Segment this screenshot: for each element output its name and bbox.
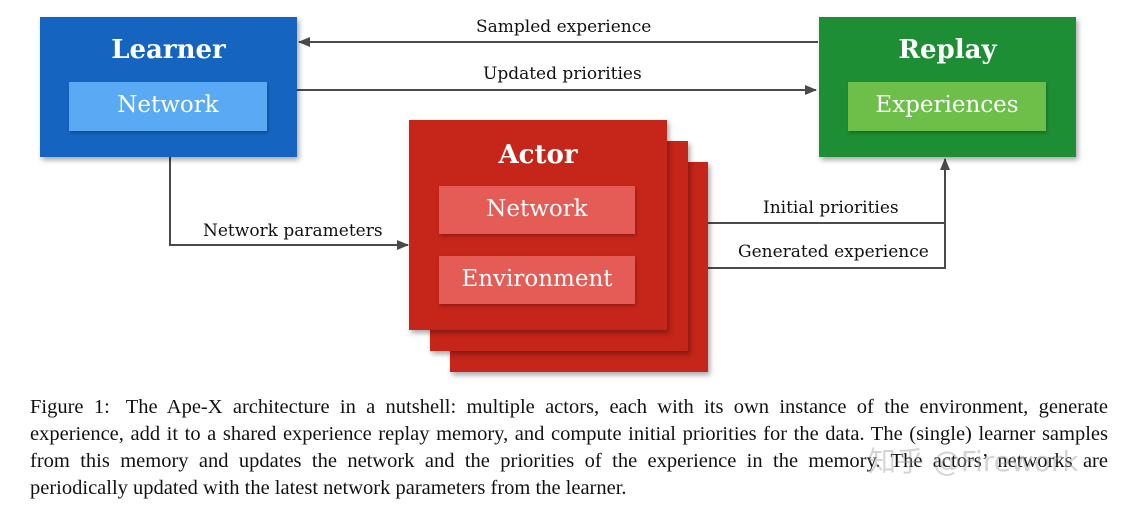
learner-title: Learner bbox=[111, 35, 226, 65]
initial-priorities-label: Initial priorities bbox=[763, 198, 899, 218]
actor-environment-box: Environment bbox=[439, 256, 635, 304]
figure-caption: Figure 1: The Ape-X architecture in a nu… bbox=[30, 394, 1108, 502]
network-parameters-arrow bbox=[169, 157, 409, 250]
replay-experiences-box: Experiences bbox=[848, 82, 1046, 131]
replay-title: Replay bbox=[898, 35, 997, 65]
actor-network-box: Network bbox=[439, 186, 635, 234]
architecture-diagram: Learner Network Replay Experiences Actor… bbox=[40, 17, 1076, 372]
replay-box: Replay Experiences bbox=[819, 17, 1076, 157]
learner-network-box: Network bbox=[69, 82, 267, 131]
actor-box: Actor Network Environment bbox=[409, 120, 667, 330]
learner-box: Learner Network bbox=[40, 17, 297, 157]
network-parameters-label: Network parameters bbox=[203, 221, 383, 241]
generated-experience-label: Generated experience bbox=[738, 242, 929, 262]
generated-experience-arrow bbox=[708, 158, 950, 269]
sampled-experience-label: Sampled experience bbox=[476, 17, 652, 37]
actor-title: Actor bbox=[498, 140, 578, 170]
caption-text: The Ape-X architecture in a nutshell: mu… bbox=[30, 396, 1108, 499]
figure-label: Figure 1: bbox=[30, 396, 110, 418]
connector-lines bbox=[169, 37, 950, 269]
updated-priorities-label: Updated priorities bbox=[483, 64, 642, 84]
